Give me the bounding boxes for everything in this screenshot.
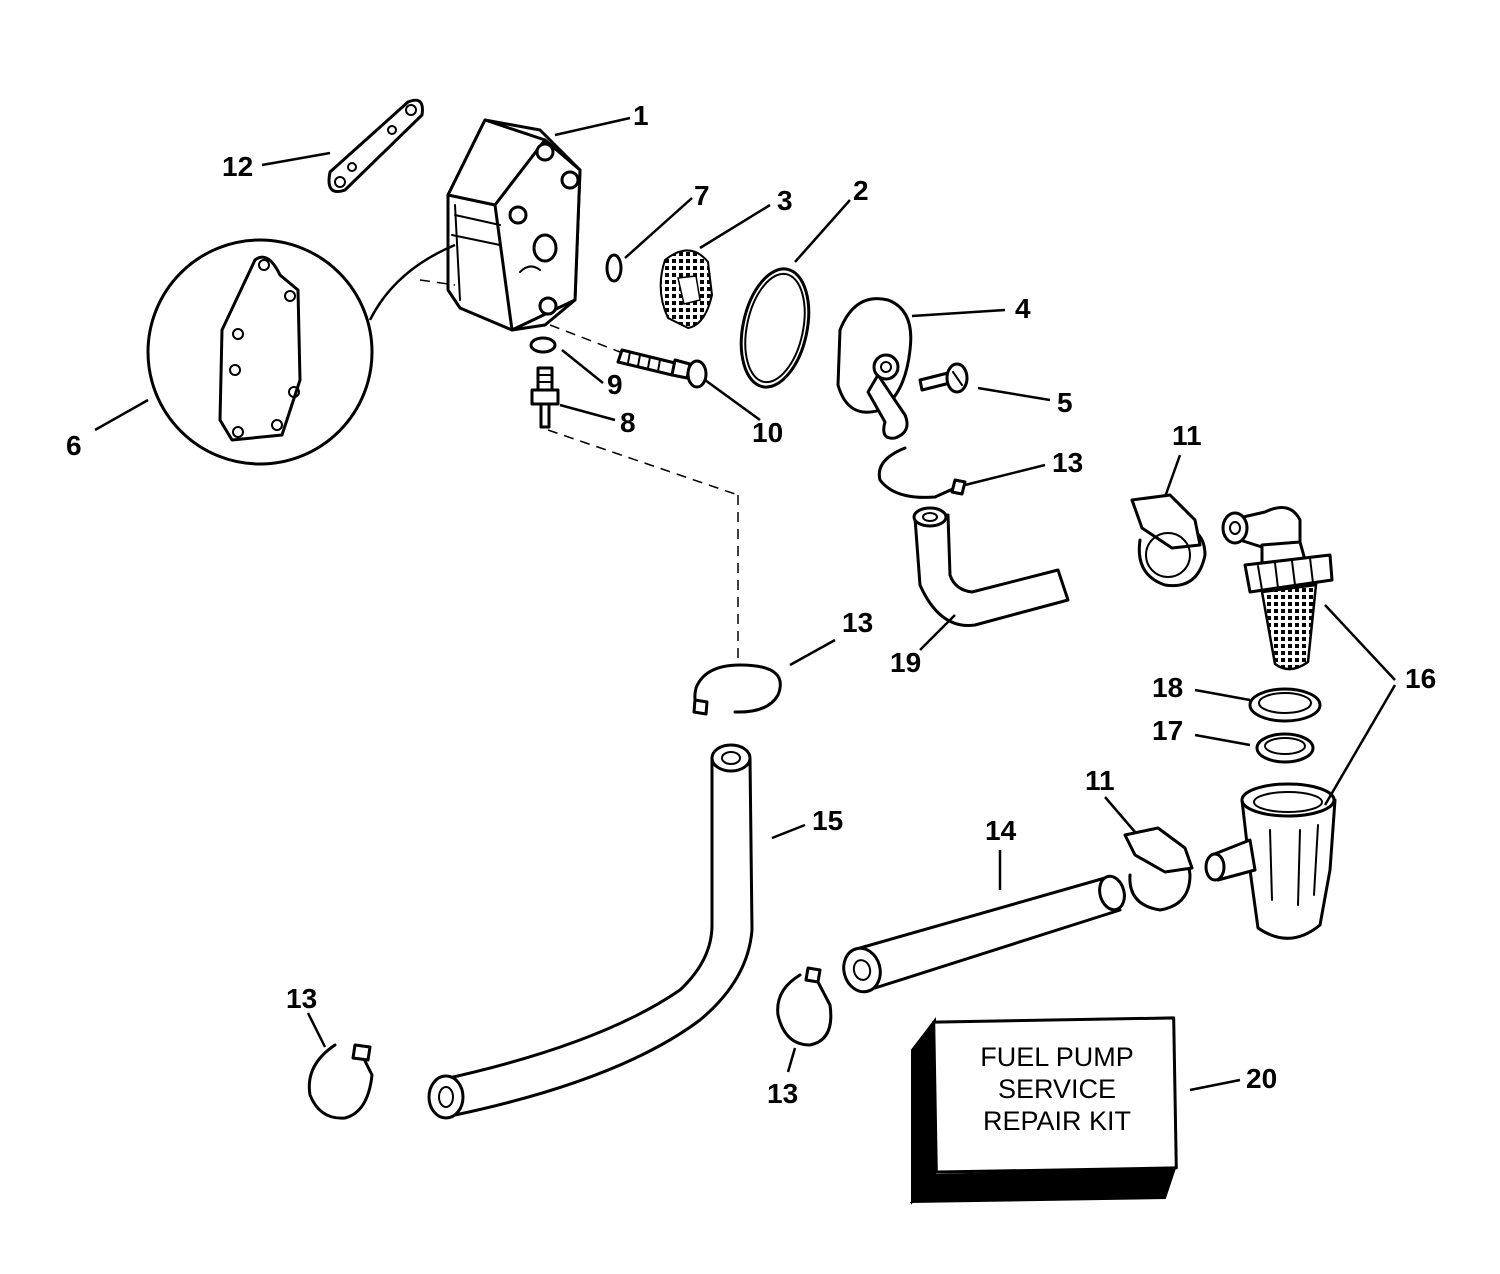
- callout-3: 3: [777, 185, 793, 216]
- callout-10: 10: [752, 417, 783, 448]
- callout-5: 5: [1057, 387, 1073, 418]
- callout-20: 20: [1246, 1063, 1277, 1094]
- part-11-hose-clamp-upper: [1130, 493, 1207, 588]
- callout-13-left: 13: [286, 983, 317, 1014]
- part-18-ring: [1248, 687, 1322, 723]
- part-12-mounting-plate: [327, 98, 424, 193]
- part-14-fuel-hose: [842, 874, 1126, 994]
- part-11-hose-clamp-lower: [1123, 826, 1194, 912]
- part-16-filter-bowl: [1204, 782, 1337, 940]
- part-8-fitting: [530, 324, 739, 660]
- kit-label-line2: SERVICE: [998, 1074, 1116, 1104]
- part-19-small-hose: [912, 506, 1070, 627]
- callout-13-bottom: 13: [767, 1078, 798, 1109]
- part-13-clip-upper: [877, 446, 967, 499]
- part-9-o-ring: [529, 336, 557, 354]
- callout-13-middle: 13: [842, 607, 873, 638]
- part-17-ring: [1255, 732, 1315, 764]
- callout-11-lower: 11: [1085, 765, 1115, 796]
- callout-16: 16: [1405, 663, 1436, 694]
- part-16-filter-element: [1260, 583, 1318, 671]
- leader-lines: [94, 116, 1397, 1092]
- part-7-o-ring: [605, 253, 623, 283]
- kit-label-line3: REPAIR KIT: [983, 1106, 1131, 1136]
- part-3-screen: [659, 249, 714, 330]
- callout-15: 15: [812, 805, 843, 836]
- callout-19: 19: [890, 647, 921, 678]
- callout-7: 7: [694, 180, 710, 211]
- callout-14: 14: [985, 815, 1017, 846]
- part-13-clip-bottom: [776, 966, 833, 1047]
- callout-6: 6: [66, 430, 82, 461]
- callout-1: 1: [633, 100, 649, 131]
- callout-4: 4: [1015, 293, 1031, 324]
- part-13-clip-middle: [692, 663, 782, 716]
- callout-13-upper: 13: [1052, 447, 1083, 478]
- callout-numbers: 1 2 3 4 5 6 7 8 9 10 11 11 12 13 13 13 1…: [66, 100, 1436, 1109]
- part-16-filter-elbow: [1221, 506, 1334, 594]
- callout-2: 2: [853, 175, 869, 206]
- part-6-gasket-detail: [146, 238, 456, 466]
- kit-label-line1: FUEL PUMP: [980, 1042, 1134, 1072]
- part-13-clip-left: [307, 1043, 374, 1120]
- part-15-long-hose: [427, 743, 754, 1120]
- callout-18: 18: [1152, 672, 1183, 703]
- part-4-cover: [836, 297, 913, 440]
- callout-17: 17: [1152, 715, 1183, 746]
- part-2-large-o-ring: [739, 267, 811, 389]
- callout-8: 8: [620, 407, 636, 438]
- callout-12: 12: [222, 151, 253, 182]
- part-1-fuel-pump-body: [368, 118, 582, 332]
- part-5-cover-screw: [918, 362, 969, 394]
- part-10-long-screw: [616, 348, 708, 389]
- part-20-repair-kit-box: [909, 1016, 1178, 1205]
- callout-11-upper: 11: [1172, 420, 1202, 451]
- callout-9: 9: [607, 369, 623, 400]
